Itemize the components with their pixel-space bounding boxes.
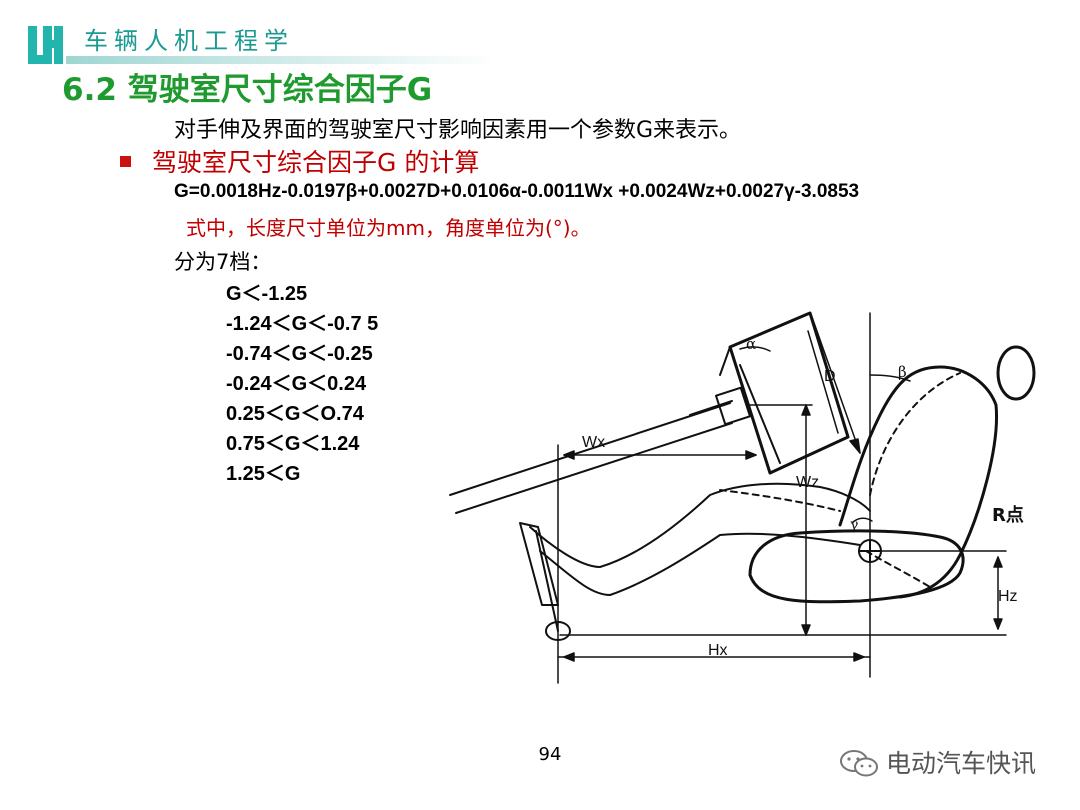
level-item: 0.25＜G＜O.74 <box>226 403 364 425</box>
intro-text: 对手伸及界面的驾驶室尺寸影响因素用一个参数G来表示。 <box>174 118 742 143</box>
label-wz: Wz <box>796 474 819 491</box>
watermark: 电动汽车快讯 <box>886 749 1037 778</box>
header-underline <box>66 56 496 64</box>
bullet-square-icon <box>120 156 131 167</box>
level-item: -1.24＜G＜-0.7 5 <box>226 313 379 335</box>
label-beta: β <box>898 363 907 381</box>
level-item: -0.74＜G＜-0.25 <box>226 343 373 365</box>
label-alpha: α <box>746 335 756 353</box>
bullet-heading: 驾驶室尺寸综合因子G 的计算 <box>152 148 480 177</box>
level-item: 1.25＜G <box>226 463 301 485</box>
section-title: 6.2 驾驶室尺寸综合因子G <box>62 72 433 108</box>
label-gamma: γ <box>850 517 858 533</box>
levels-label: 分为7档： <box>174 250 272 274</box>
steering-column <box>449 386 751 514</box>
wechat-icon <box>840 750 878 777</box>
page-number: 94 <box>538 744 562 765</box>
driver-figure <box>519 372 961 606</box>
g-formula: G=0.0018Hz-0.0197β+0.0027D+0.0106α-0.001… <box>174 181 860 202</box>
course-logo-icon <box>28 26 63 64</box>
dimension-lines <box>557 312 1007 684</box>
label-d: D <box>824 368 836 385</box>
label-r-point: R点 <box>992 504 1024 526</box>
steering-wheel <box>719 311 850 475</box>
label-hx: Hx <box>708 642 728 659</box>
level-item: -0.24＜G＜0.24 <box>226 373 367 395</box>
course-title: 车辆人机工程学 <box>84 27 294 55</box>
label-wx: Wx <box>582 434 605 451</box>
label-hz: Hz <box>998 588 1018 605</box>
units-note: 式中，长度尺寸单位为mm，角度单位为(°)。 <box>186 216 591 240</box>
seat <box>748 345 1036 604</box>
levels-list: G＜-1.25 -1.24＜G＜-0.7 5 -0.74＜G＜-0.25 -0.… <box>226 279 378 489</box>
level-item: G＜-1.25 <box>226 283 308 305</box>
level-item: 0.75＜G＜1.24 <box>226 433 360 455</box>
driver-seating-diagram: Wx Wz D α β γ R点 Hz Hx <box>449 311 1036 684</box>
